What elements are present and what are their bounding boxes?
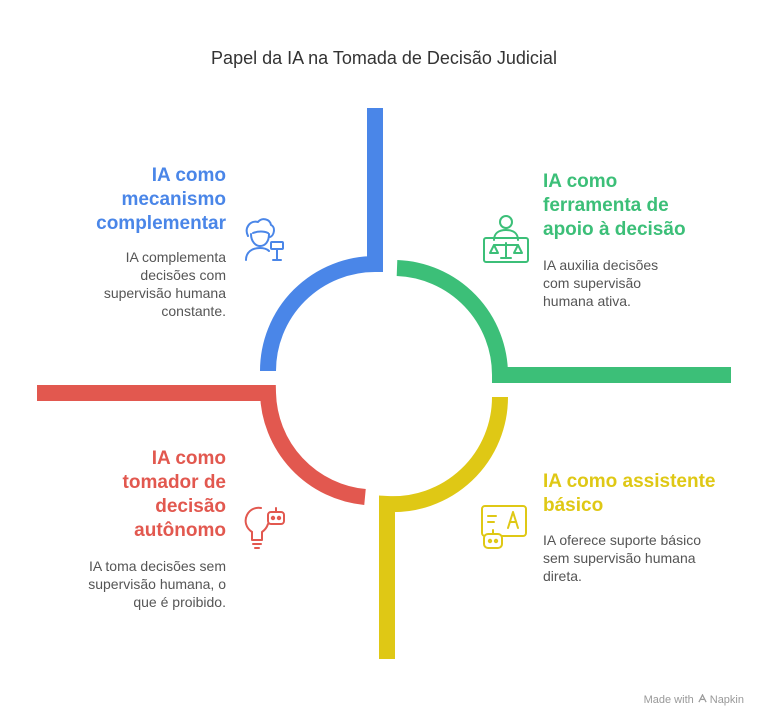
diagram-title: Papel da IA na Tomada de Decisão Judicia… xyxy=(211,48,557,68)
heading-line: autônomo xyxy=(134,520,226,541)
napkin-brand-label: Napkin xyxy=(709,694,744,706)
heading-line: IA como assistente xyxy=(543,471,716,492)
heading-line: IA como xyxy=(151,448,226,469)
heading-line: ferramenta de xyxy=(543,195,669,216)
description-line: direta. xyxy=(543,568,582,584)
description-line: com supervisão xyxy=(543,275,642,291)
description-basic-assistant: IA oferece suporte básico sem supervisão… xyxy=(543,531,701,585)
heading-line: apoio à decisão xyxy=(543,219,686,240)
heading-line: decisão xyxy=(155,496,226,517)
made-with-napkin-footer: Made with Napkin xyxy=(644,694,744,706)
heading-autonomous-decision-maker: IA como tomador de decisão autônomo xyxy=(123,447,226,543)
heading-line: tomador de xyxy=(122,472,226,493)
napkin-logo-icon xyxy=(698,694,707,703)
description-line: sem supervisão humana xyxy=(543,550,696,566)
description-line: decisões com xyxy=(140,267,226,283)
heading-line: básico xyxy=(543,495,604,516)
heading-complementary-mechanism: IA como mecanismo complementar xyxy=(96,164,226,236)
description-line: supervisão humana, o xyxy=(88,576,226,592)
heading-basic-assistant: IA como assistente básico xyxy=(543,470,715,518)
description-line: IA oferece suporte básico xyxy=(543,532,701,548)
heading-line: mecanismo xyxy=(121,189,226,210)
description-complementary-mechanism: IA complementa decisões com supervisão h… xyxy=(104,248,226,320)
description-line: constante. xyxy=(161,303,226,319)
judge-gavel-icon xyxy=(245,218,284,261)
heading-line: IA como xyxy=(151,165,226,186)
description-line: humana ativa. xyxy=(543,293,631,309)
robot-board-icon xyxy=(481,505,527,549)
heading-line: IA como xyxy=(543,171,618,192)
description-decision-support-tool: IA auxilia decisões com supervisão human… xyxy=(543,256,658,310)
description-autonomous-decision-maker: IA toma decisões sem supervisão humana, … xyxy=(88,557,226,611)
robot-lightbulb-icon xyxy=(244,506,285,549)
heading-line: complementar xyxy=(96,213,226,234)
arc-bottom-left xyxy=(37,385,366,505)
made-with-label: Made with xyxy=(643,694,694,706)
description-line: que é proibido. xyxy=(133,594,226,610)
description-line: IA auxilia decisões xyxy=(543,257,659,273)
description-line: supervisão humana xyxy=(103,285,226,301)
arc-top-right xyxy=(396,260,731,383)
arc-top-left xyxy=(260,108,383,372)
arc-bottom-right xyxy=(379,396,509,659)
person-scales-icon xyxy=(483,215,529,263)
heading-decision-support-tool: IA como ferramenta de apoio à decisão xyxy=(543,170,686,242)
description-line: IA complementa xyxy=(125,249,226,265)
description-line: IA toma decisões sem xyxy=(89,558,226,574)
